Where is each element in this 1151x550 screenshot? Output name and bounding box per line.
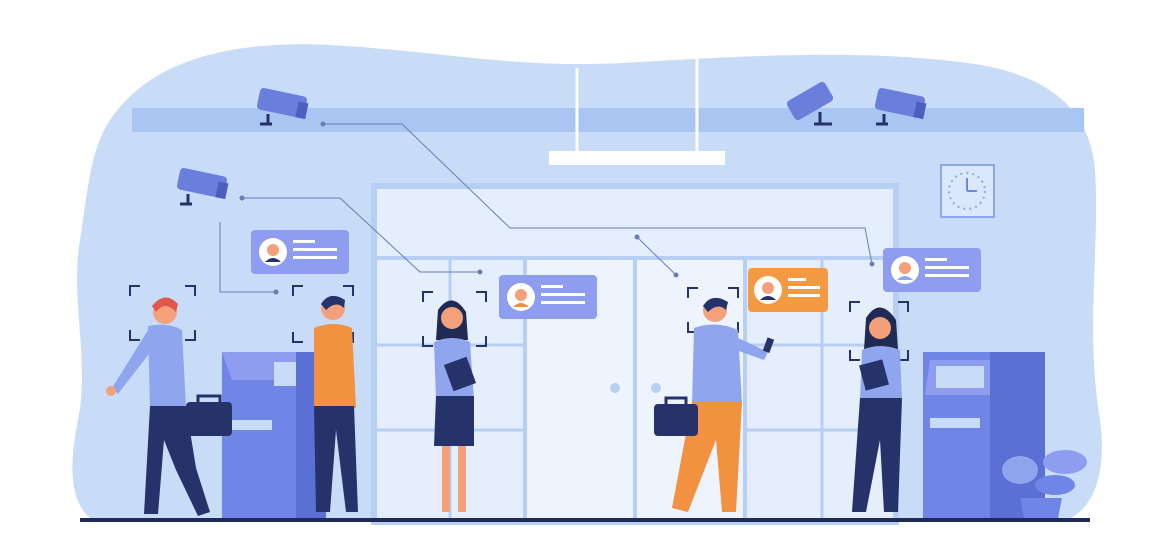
man-in-orange-shirt	[314, 295, 358, 512]
floor-line	[80, 518, 1090, 522]
security-camera-icon	[786, 81, 834, 126]
man-with-briefcase	[106, 297, 232, 516]
atm-machine-left	[222, 352, 326, 522]
tracking-lines	[219, 121, 875, 295]
face-detection-brackets	[129, 285, 909, 361]
woman-with-tablet	[852, 307, 902, 512]
atm-machine-right	[923, 352, 1045, 522]
face-id-card	[499, 275, 597, 319]
potted-plant	[1002, 450, 1087, 518]
security-camera-icon	[874, 87, 927, 126]
man-with-phone	[654, 297, 775, 512]
wall-clock-icon	[940, 164, 995, 218]
security-camera-icon	[256, 87, 309, 126]
face-id-card	[251, 230, 349, 274]
security-camera-icon	[176, 167, 229, 206]
face-id-card-highlighted	[748, 268, 828, 312]
woman-with-folder	[434, 300, 477, 512]
ceiling-lamp	[549, 58, 725, 165]
face-id-card	[883, 248, 981, 292]
